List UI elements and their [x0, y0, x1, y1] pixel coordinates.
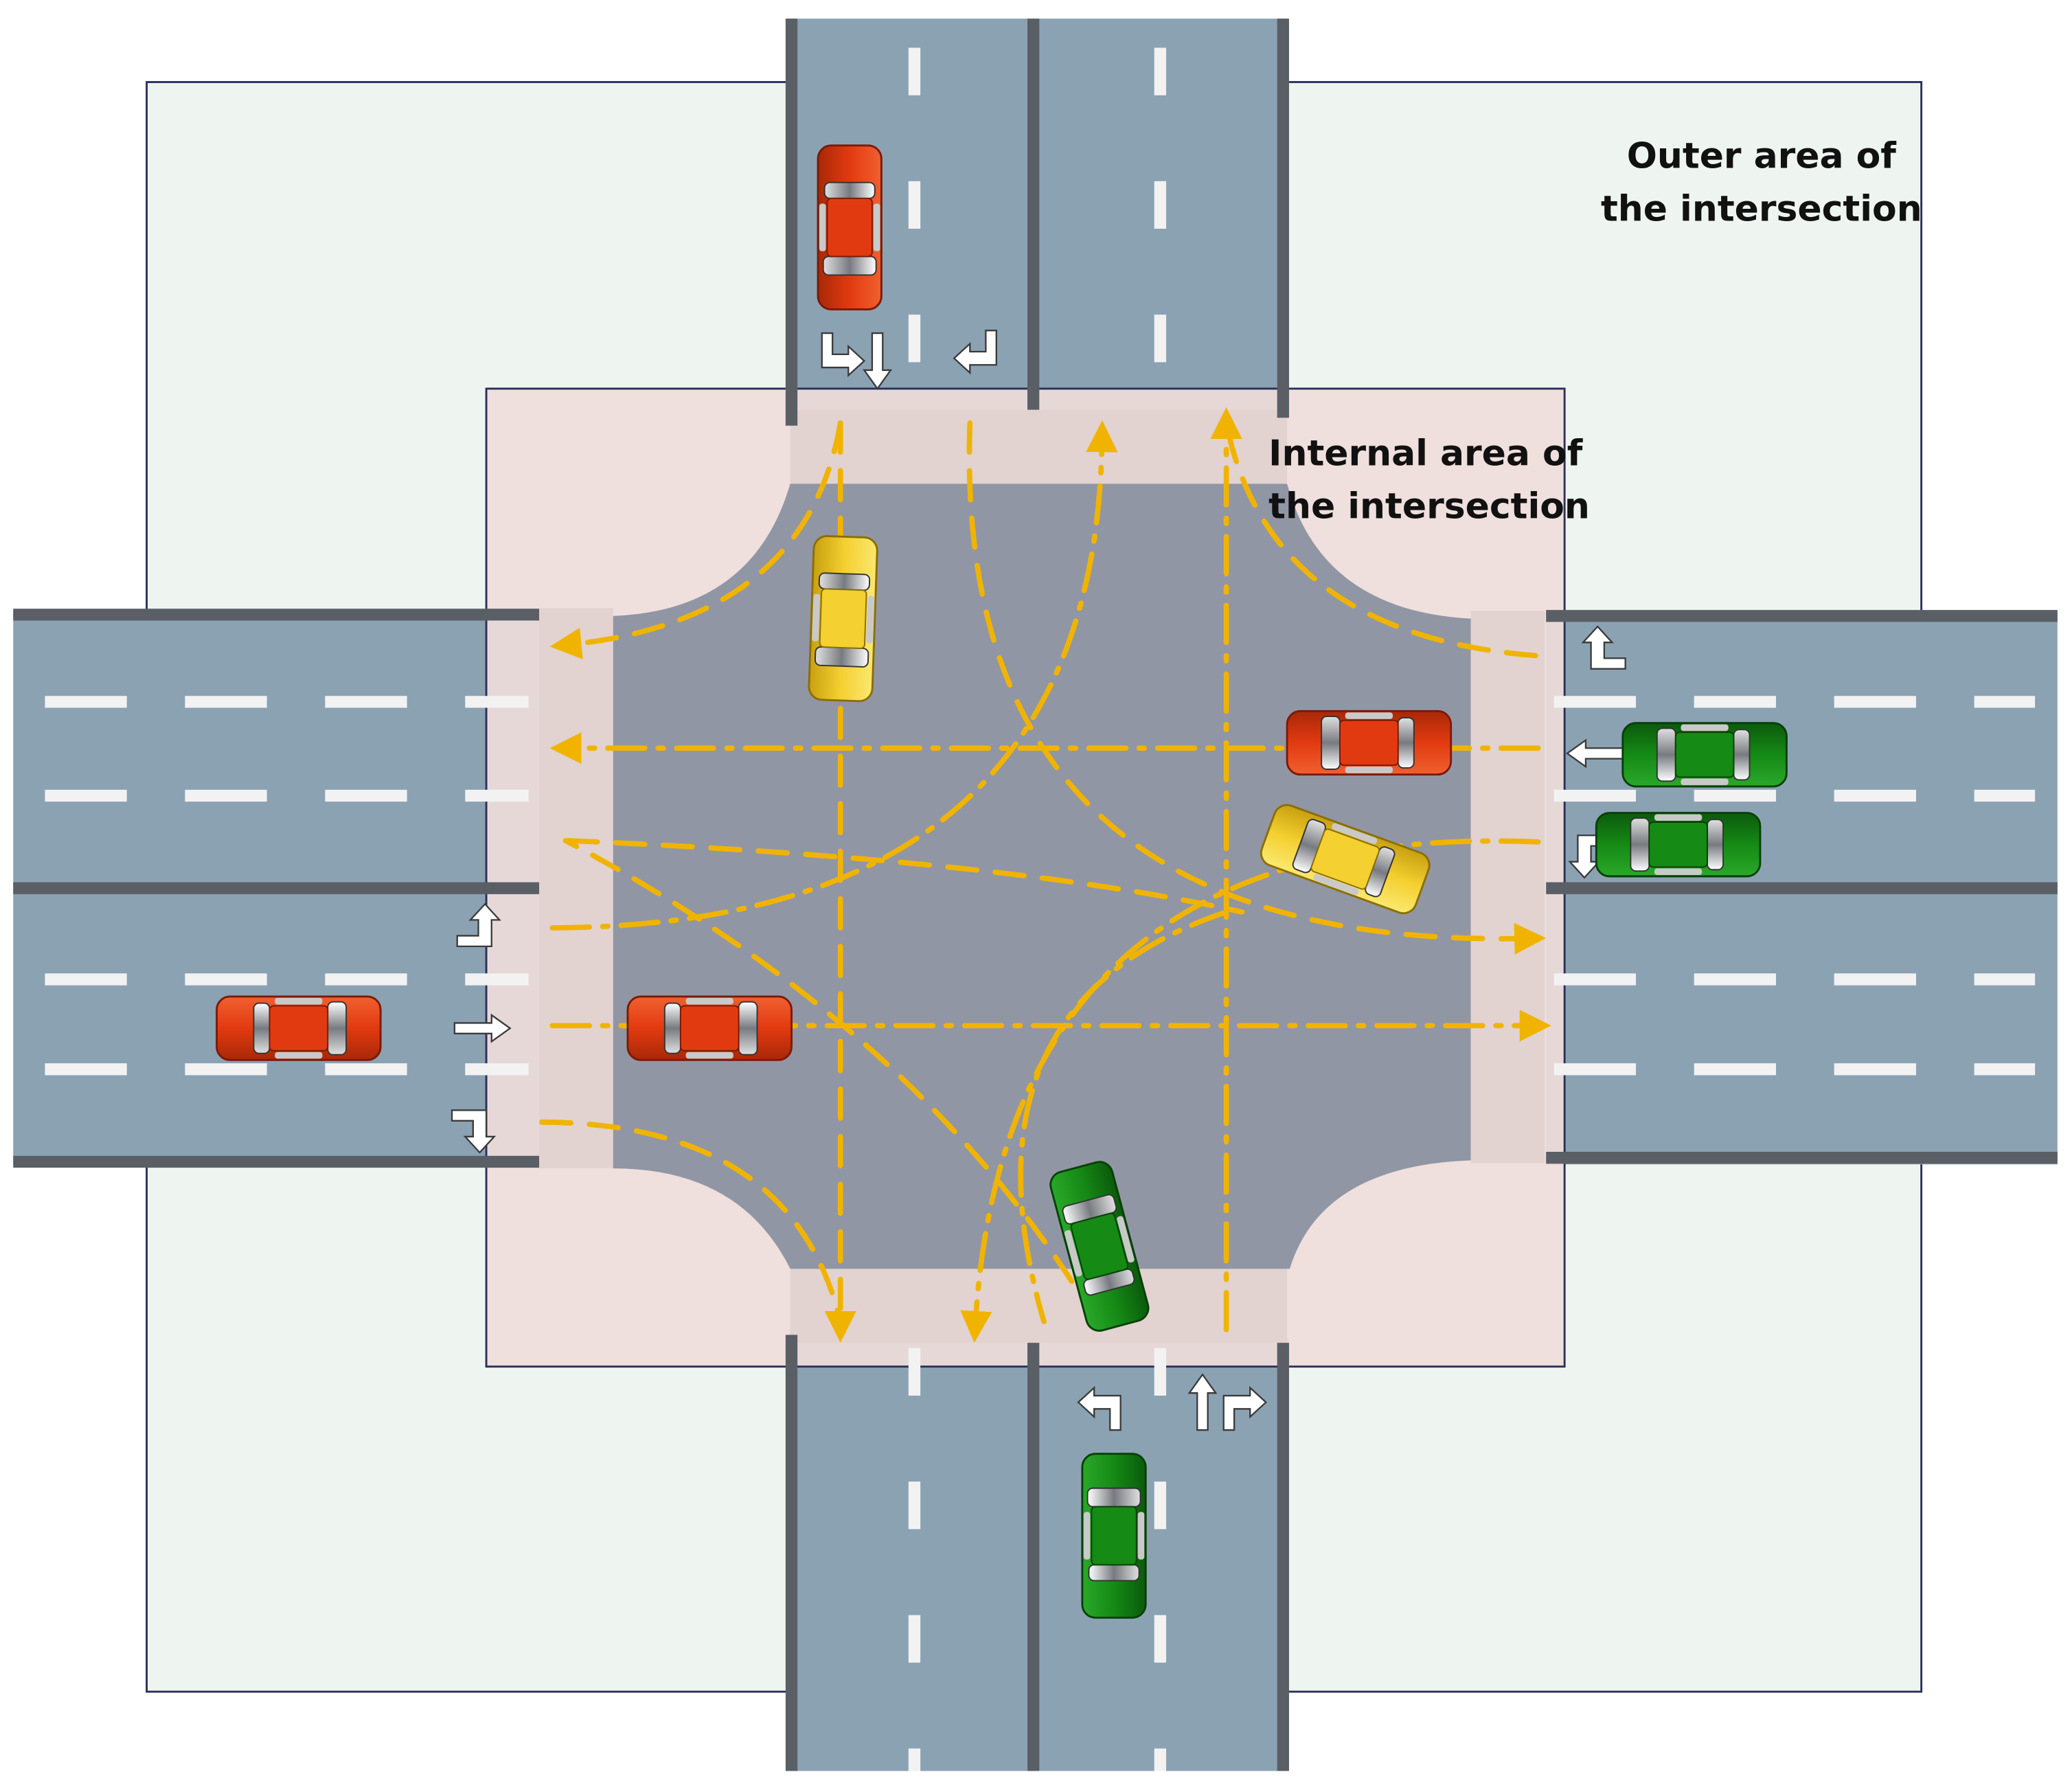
car-red-west-inside: [626, 995, 793, 1061]
car-red-north-approach: [817, 144, 883, 310]
trajectory-west-right: [539, 1119, 843, 1325]
outer-area-label-line1: Outer area of: [1627, 136, 1898, 177]
car-green-east-approach-1: [1621, 722, 1788, 788]
car-green-east-approach-2: [1595, 812, 1762, 878]
road-edges: [13, 19, 2058, 1771]
north-crosswalk: [790, 409, 1288, 484]
lane-markings: [45, 47, 2036, 1771]
area-labels: Outer area of the intersection Internal …: [1268, 136, 1922, 527]
car-yellow-north-turning: [807, 534, 879, 703]
east-crosswalk: [1470, 611, 1545, 1163]
car-green-south-approach: [1081, 1453, 1147, 1619]
trajectory-diagonal-2: [1018, 909, 1229, 1325]
trajectory-north-right: [966, 420, 1547, 955]
west-crosswalk: [539, 608, 613, 1169]
car-red-west-approach: [216, 995, 382, 1061]
trajectory-south-left: [562, 838, 1100, 1325]
crosswalks: [539, 409, 1545, 1343]
trajectory-north-left: [549, 420, 843, 659]
trajectory-east-right: [1223, 420, 1538, 659]
trajectory-west-left: [549, 420, 1118, 931]
internal-area-label-line2: the intersection: [1268, 486, 1590, 527]
trajectory-diagonal-1: [565, 838, 1245, 915]
outer-area-label-line2: the intersection: [1601, 189, 1922, 230]
internal-area-label-line1: Internal area of: [1268, 433, 1584, 474]
car-red-east-inside: [1286, 709, 1453, 776]
